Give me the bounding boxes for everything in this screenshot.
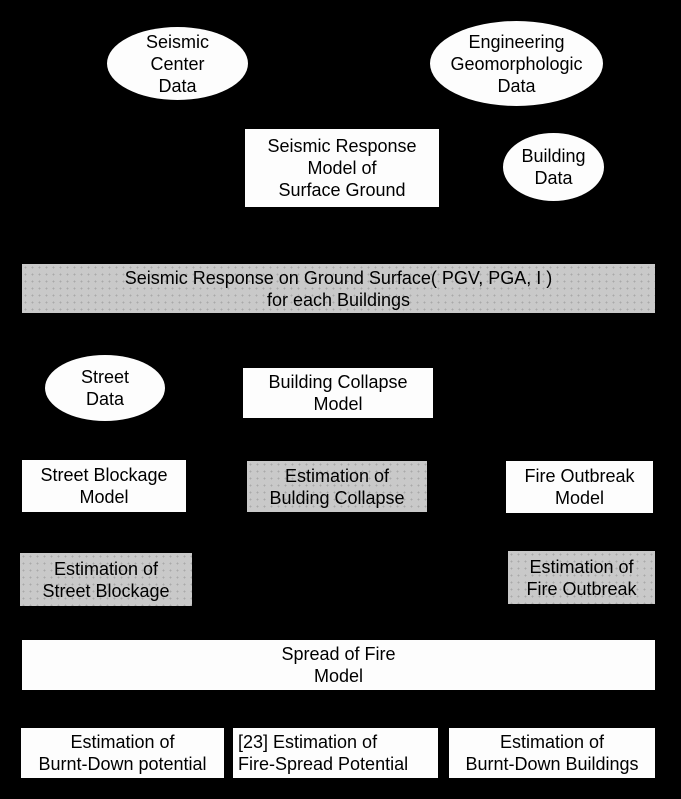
band-seismic-response-on-ground-surface: Seismic Response on Ground Surface( PGV,… — [22, 264, 655, 313]
box-estimation-of-building-collapse: Estimation of Bulding Collapse — [247, 461, 427, 512]
box-seismic-response-model: Seismic Response Model of Surface Ground — [245, 129, 439, 207]
box-estimation-of-fire-spread-potential: [23] Estimation of Fire-Spread Potential — [233, 728, 438, 778]
box-estimation-of-burnt-down-buildings: Estimation of Burnt-Down Buildings — [449, 728, 655, 778]
ellipse-seismic-center-data: Seismic Center Data — [107, 27, 248, 100]
ellipse-street-data: Street Data — [45, 355, 165, 421]
box-street-blockage-model: Street Blockage Model — [22, 460, 186, 512]
box-building-collapse-model: Building Collapse Model — [243, 368, 433, 418]
box-spread-of-fire-model: Spread of Fire Model — [22, 640, 655, 690]
box-estimation-of-street-blockage: Estimation of Street Blockage — [20, 553, 192, 606]
ellipse-building-data: Building Data — [503, 133, 604, 201]
box-estimation-of-fire-outbreak: Estimation of Fire Outbreak — [508, 551, 655, 604]
box-fire-outbreak-model: Fire Outbreak Model — [506, 461, 653, 513]
box-estimation-of-burnt-down-potential: Estimation of Burnt-Down potential — [21, 728, 224, 778]
ellipse-engineering-geomorphologic-data: Engineering Geomorphologic Data — [430, 21, 603, 106]
